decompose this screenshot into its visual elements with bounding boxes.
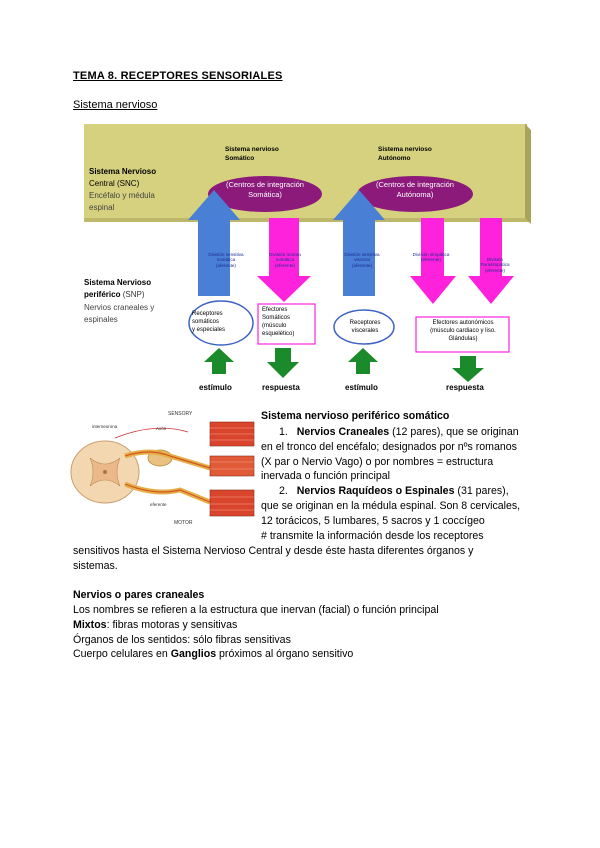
- estimulo-2: estímulo: [345, 383, 378, 392]
- label-eferente: eferente: [150, 502, 167, 507]
- efectores-autonomicos-label: Efectores autonómicos (músculo cardiaco …: [430, 320, 496, 342]
- green-arrow-respuesta-2: [452, 356, 484, 382]
- label-interneurona: interneurona: [92, 424, 118, 429]
- band-side: [525, 124, 531, 224]
- centro-autonomo-label: (Centros de integración Autónoma): [376, 180, 454, 199]
- diagram-svg: [84, 124, 531, 382]
- item2-line3: 12 torácicos, 5 lumbares, 5 sacros y 1 c…: [261, 514, 485, 527]
- spinal-nerve-illustration: SENSORY MOTOR interneurona Axón eferente: [70, 408, 255, 530]
- snp-title-l2: periférico: [84, 290, 121, 299]
- pares-mixtos: Mixtos: fibras motoras y sensitivas: [73, 619, 238, 631]
- label-sensory: SENSORY: [168, 411, 193, 417]
- snp-title-l1: Sistema Nervioso: [84, 278, 152, 287]
- somatico-sub: Somático: [225, 155, 255, 162]
- magenta-arrow-parasimpatica: [468, 218, 514, 304]
- snp-abbr: (SNP): [122, 290, 145, 299]
- item1-line2: en el tronco del encéfalo; designados po…: [261, 440, 517, 453]
- snp-title-l2-row: periférico (SNP): [84, 290, 144, 299]
- snc-line2: Central (SNC): [89, 179, 140, 188]
- item1-block: 1. Nervios Craneales (12 pares), que se …: [261, 425, 551, 543]
- receptores-viscerales-oval: [333, 309, 395, 345]
- nervous-system-diagram: Sistema Nervioso Central (SNC) Encéfalo …: [84, 124, 531, 399]
- somatico-title: Sistema nervioso: [225, 146, 279, 153]
- respuesta-1: respuesta: [262, 383, 300, 392]
- receptores-somaticos-label: Receptores somáticos y especiales: [192, 311, 226, 333]
- div-simpatica: División simpática (eferente): [412, 252, 450, 263]
- autonomo-title: Sistema nervioso: [378, 146, 432, 153]
- full-line1: sensitivos hasta el Sistema Nervioso Cen…: [73, 545, 474, 557]
- oval-somatico: [208, 176, 322, 212]
- snc-title: Sistema Nervioso: [89, 167, 157, 176]
- pares-organos: Órganos de los sentidos: sólo fibras sen…: [73, 634, 291, 646]
- section-heading: Sistema nervioso periférico somático: [261, 410, 450, 422]
- item1-line4: inervada o función principal: [261, 470, 390, 483]
- respuesta-2: respuesta: [446, 383, 484, 392]
- item2-line2: que se originan en la médula espinal. So…: [261, 499, 521, 512]
- autonomo-sub: Autónomo: [378, 155, 411, 162]
- full-line2: sistemas.: [73, 560, 118, 572]
- efectores-autonomicos-box: [415, 316, 510, 353]
- label-motor: MOTOR: [174, 520, 193, 526]
- snc-line4: espinal: [89, 203, 115, 212]
- green-arrow-estimulo-1: [204, 348, 234, 374]
- div-sensitiva-visceral: División sensitiva visceral (aferente): [344, 252, 380, 268]
- green-arrow-respuesta-1: [267, 348, 299, 378]
- spinal-nerve-svg: [70, 421, 255, 517]
- blue-arrow-somatic: [188, 190, 240, 296]
- snc-line3: Encéfalo y médula: [89, 191, 155, 200]
- estimulo-1: estímulo: [199, 383, 232, 392]
- magenta-arrow-somatic: [257, 218, 311, 302]
- div-motora-somatica: División motora somática (eferente): [269, 252, 301, 268]
- green-arrow-estimulo-2: [348, 348, 378, 374]
- section-subtitle: Sistema nervioso: [73, 99, 158, 111]
- snp-line3: Nervios craneales y: [84, 303, 155, 312]
- item1-line3: (X par o Nervio Vago) o por nombres = es…: [261, 455, 494, 468]
- item1-line1: 1. Nervios Craneales (12 pares), que se …: [279, 426, 519, 438]
- page-title: TEMA 8. RECEPTORES SENSORIALES: [73, 70, 283, 82]
- blue-arrow-visceral: [333, 190, 385, 296]
- item2-line1: 2. Nervios Raquídeos o Espinales (31 par…: [279, 485, 509, 498]
- efectores-somaticos-box: [257, 303, 316, 345]
- label-axon: Axón: [156, 426, 167, 431]
- receptores-somaticos-oval: [188, 300, 254, 346]
- efectores-somaticos-label: Efectores Somáticos (músculo esquelético…: [262, 307, 295, 337]
- centro-somatico-label: (Centros de integración Somática): [226, 180, 304, 199]
- magenta-arrow-simpatica: [410, 218, 456, 304]
- oval-autonomo: [357, 176, 473, 212]
- pares-line1: Los nombres se refieren a la estructura …: [73, 604, 439, 616]
- pares-heading: Nervios o pares craneales: [73, 589, 205, 601]
- receptores-viscerales-label: Receptores viscerales: [349, 320, 381, 334]
- snp-line4: espinales: [84, 315, 118, 324]
- item2-line4: # transmite la información desde los rec…: [261, 529, 484, 542]
- div-parasimpatica: División Parasimpática (eferente): [480, 257, 510, 273]
- div-sensitiva-somatica: División sensitiva somática (aferente): [208, 252, 244, 268]
- pares-cuerpo: Cuerpo celulares en Ganglios próximos al…: [73, 648, 354, 660]
